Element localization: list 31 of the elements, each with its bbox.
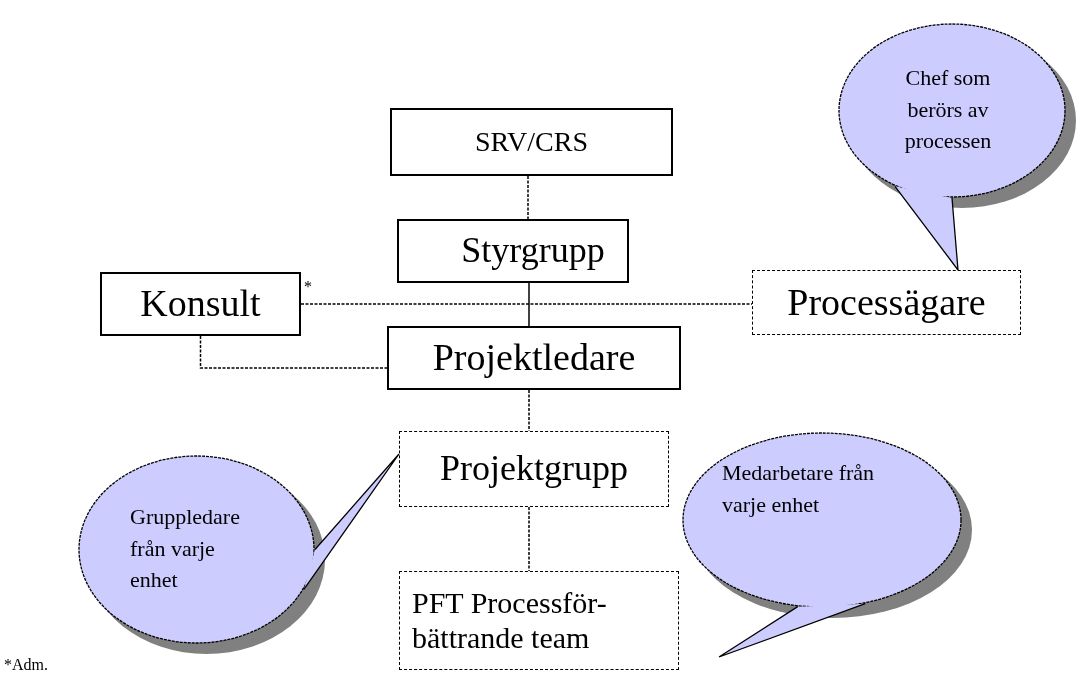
connector-line <box>528 506 530 572</box>
dashed-box <box>399 571 679 670</box>
connector-line <box>199 335 388 369</box>
org-box <box>100 272 301 336</box>
connector-line <box>528 282 530 327</box>
callout-tail <box>303 453 400 591</box>
callout-tail <box>718 603 866 658</box>
callout-text: Chef som berörs av processen <box>903 63 993 156</box>
org-box <box>387 326 681 390</box>
box-label: Projektledare <box>432 336 636 380</box>
box-label: Styrgrupp <box>461 230 605 272</box>
footnote-mark: * <box>304 278 312 296</box>
box-label: Projektgrupp <box>440 448 628 490</box>
callout-tail <box>894 185 959 271</box>
box-label: Processägare <box>787 280 986 325</box>
box-label: PFT Processför- bättrande team <box>412 586 608 655</box>
callout-text: Gruppledare från varje enhet <box>130 502 241 595</box>
dashed-box <box>399 431 669 507</box>
dashed-box <box>752 270 1021 335</box>
speech-bubble <box>837 22 1077 209</box>
speech-bubble <box>77 454 326 655</box>
speech-bubble <box>681 431 973 619</box>
box-label: Konsult <box>140 282 261 326</box>
connector-line <box>300 303 753 305</box>
connector-line <box>527 175 529 220</box>
org-box <box>390 108 673 176</box>
connector-line <box>528 389 530 432</box>
box-label: SRV/CRS <box>475 125 588 159</box>
org-box <box>397 219 629 283</box>
footnote: *Adm. <box>4 656 48 674</box>
callout-text: Medarbetare från varje enhet <box>722 459 876 519</box>
